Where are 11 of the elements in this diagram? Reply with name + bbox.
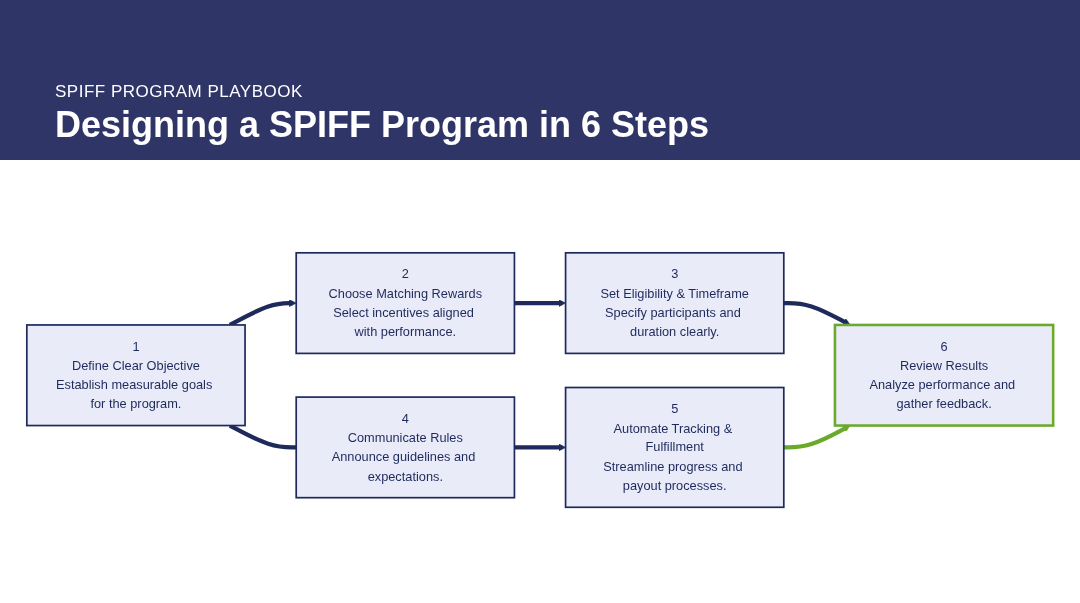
title: Designing a SPIFF Program in 6 Steps [55,104,710,146]
node-box: 4 Communicate Rules Announce guidelines and expectations. [295,396,516,499]
kicker-label: SPIFF PROGRAM PLAYBOOK [55,82,303,102]
node-box: 3 Set Eligibility & Timeframe Specify participants and duration clearly. [564,251,785,355]
node-box: 1 Define Clear Objective Establish measurable goals for the program. [25,324,246,427]
node-box: 6 Review Results Analyze performance and gather feedback. [833,323,1055,427]
arrow [514,299,566,307]
arrow [514,443,566,452]
arrow [783,425,851,450]
node-box: 5 Automate Tracking & Fulfillment Streamline progress and payout processes. [564,386,785,509]
node-box: 2 Choose Matching Rewards Select incentives aligned with performance. [295,251,516,355]
